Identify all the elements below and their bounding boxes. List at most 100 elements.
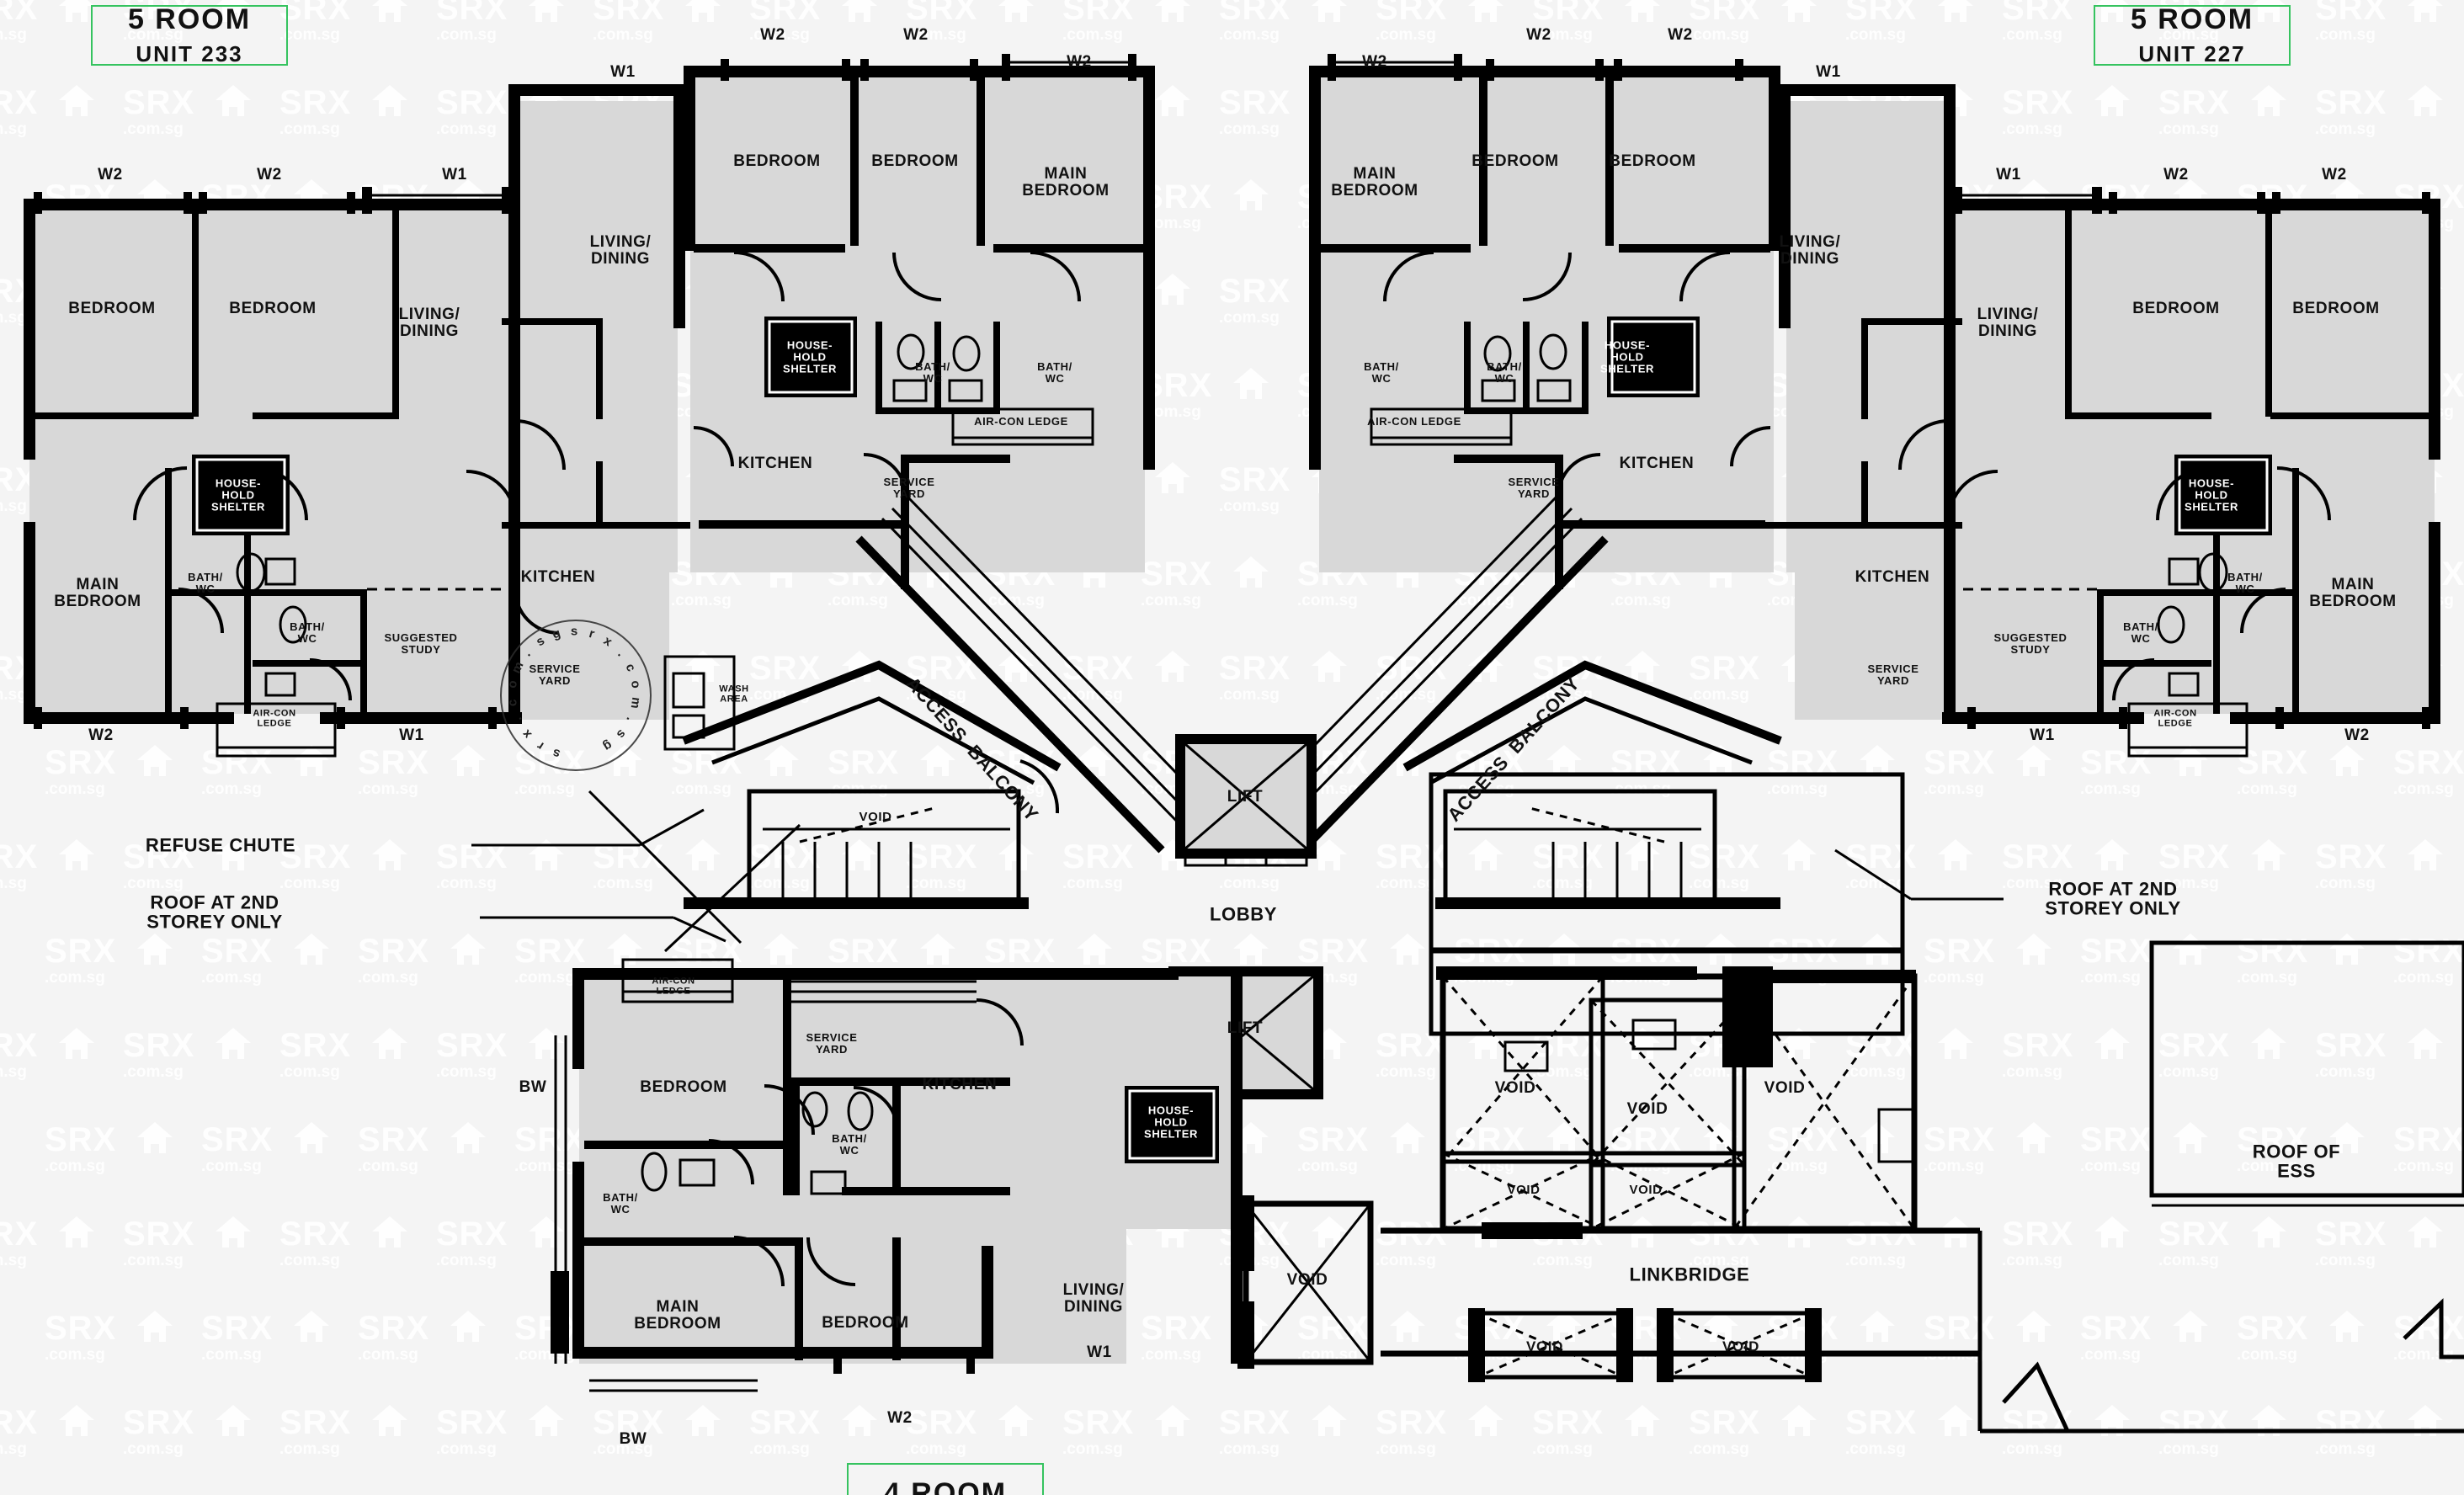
room-label-air-con-ledge: AIR-CON LEDGE [253, 708, 296, 728]
unit-tag-unit-number: UNIT 233 [136, 41, 243, 67]
window-marker-w2: W2 [760, 25, 785, 44]
void-stair-left: VOID [859, 810, 892, 825]
room-label-living-dining: LIVING/ DINING [1062, 1280, 1125, 1316]
room-label-bedroom: BEDROOM [68, 299, 156, 317]
room-label-household-shelter: HOUSE- HOLD SHELTER [1600, 338, 1654, 375]
unit-tag-unit-number: UNIT 227 [2138, 41, 2246, 67]
room-label-air-con-ledge: AIR-CON LEDGE [652, 976, 695, 996]
window-marker-w1: W1 [1996, 165, 2021, 184]
linkbridge [1381, 1227, 2464, 1434]
room-label-living-dining: LIVING/ DINING [1779, 232, 1841, 268]
room-label-air-con-ledge: AIR-CON LEDGE [974, 415, 1068, 428]
room-label-service-yard: SERVICE YARD [1508, 476, 1560, 500]
window-marker-w2: W2 [903, 25, 929, 44]
room-label-main-bedroom: MAIN BEDROOM [54, 575, 141, 610]
room-label-service-yard: SERVICE YARD [1867, 662, 1919, 687]
window-marker-w2: W2 [2344, 726, 2370, 744]
unit-tag-tag-bottom[interactable]: 4 ROOM [847, 1463, 1044, 1495]
room-label-household-shelter: HOUSE- HOLD SHELTER [2185, 476, 2238, 513]
window-marker-w2: W2 [1067, 52, 1092, 71]
room-label-bath-wc: BATH/ WC [188, 571, 223, 595]
room-label-bw-left: BW [519, 1077, 547, 1096]
void-shaft-mid: VOID [1286, 1270, 1328, 1289]
void-b: VOID [1626, 1099, 1668, 1118]
room-label-bath-wc: BATH/ WC [2227, 571, 2263, 595]
room-label-bedroom: BEDROOM [2292, 299, 2380, 317]
unit-tag-tag-left[interactable]: 5 ROOM UNIT 233 [91, 3, 288, 67]
window-marker-w2: W2 [1668, 25, 1693, 44]
window-marker-w2: W2 [1362, 52, 1387, 71]
room-label-bedroom: BEDROOM [1471, 152, 1559, 170]
room-label-air-con-ledge: AIR-CON LEDGE [1367, 415, 1461, 428]
leader-lines-right [1834, 849, 2004, 901]
room-label-household-shelter: HOUSE- HOLD SHELTER [783, 338, 837, 375]
window-marker-w2: W2 [257, 165, 282, 184]
room-label-kitchen: KITCHEN [922, 1075, 998, 1093]
room-label-main-bedroom: MAIN BEDROOM [2309, 575, 2397, 610]
room-label-kitchen: KITCHEN [737, 454, 813, 472]
room-label-wash-area: WASH AREA [719, 684, 749, 704]
window-marker-w1: W1 [442, 165, 467, 184]
lift-lower: LIFT [1227, 1019, 1264, 1037]
void-e: VOID [1629, 1183, 1663, 1198]
window-marker-w1: W1 [610, 62, 636, 81]
room-label-service-yard: SERVICE YARD [806, 1031, 858, 1056]
window-marker-w2: W2 [2163, 165, 2189, 184]
unit-center-left-group [684, 54, 1155, 589]
room-label-suggested-study: SUGGESTED STUDY [1993, 631, 2068, 656]
room-label-bedroom: BEDROOM [871, 152, 959, 170]
room-label-kitchen: KITCHEN [1855, 567, 1930, 586]
room-label-bath-wc: BATH/ WC [915, 360, 950, 385]
leader-lines-left [471, 790, 801, 953]
room-label-bedroom: BEDROOM [1609, 152, 1696, 170]
room-label-bath-wc: BATH/ WC [1364, 360, 1399, 385]
void-d: VOID [1507, 1183, 1541, 1198]
room-label-bedroom: BEDROOM [2132, 299, 2220, 317]
room-label-service-yard: SERVICE YARD [883, 476, 935, 500]
annotation-lobby: LOBBY [1210, 903, 1277, 925]
room-label-bath-wc: BATH/ WC [603, 1191, 638, 1216]
lift-upper: LIFT [1227, 787, 1264, 806]
annotation-roof-2nd-right: ROOF AT 2ND STOREY ONLY [2045, 878, 2181, 919]
room-label-kitchen: KITCHEN [1619, 454, 1695, 472]
window-marker-w2: W2 [2322, 165, 2347, 184]
room-label-household-shelter: HOUSE- HOLD SHELTER [211, 476, 265, 513]
room-label-living-dining: LIVING/ DINING [589, 232, 652, 268]
void-block-right [1436, 966, 1918, 1239]
room-label-household-shelter: HOUSE- HOLD SHELTER [1144, 1104, 1198, 1140]
window-marker-w2: W2 [88, 726, 114, 744]
room-label-bath-wc: BATH/ WC [1487, 360, 1522, 385]
void-f: VOID [1526, 1338, 1563, 1354]
room-label-living-dining: LIVING/ DINING [1977, 305, 2039, 340]
void-a: VOID [1494, 1078, 1536, 1097]
unit-4room-bottom [551, 655, 1243, 1392]
unit-227-group [1760, 84, 2440, 758]
room-label-bath-wc: BATH/ WC [832, 1132, 867, 1157]
void-c: VOID [1764, 1078, 1806, 1097]
room-label-main-bedroom: MAIN BEDROOM [1022, 164, 1110, 200]
room-label-kitchen: KITCHEN [520, 567, 596, 586]
room-label-bath-wc: BATH/ WC [290, 620, 325, 645]
annotation-refuse-chute: REFUSE CHUTE [145, 834, 296, 856]
unit-center-right-group [1309, 54, 1780, 589]
room-label-main-bedroom: MAIN BEDROOM [634, 1297, 721, 1333]
room-label-bedroom: BEDROOM [640, 1077, 727, 1096]
window-marker-w2: W2 [887, 1408, 913, 1427]
room-label-bath-wc: BATH/ WC [1037, 360, 1072, 385]
room-label-main-bedroom: MAIN BEDROOM [1331, 164, 1418, 200]
room-label-suggested-study: SUGGESTED STUDY [384, 631, 458, 656]
window-marker-w2: W2 [1526, 25, 1551, 44]
annotation-roof-2nd-left: ROOF AT 2ND STOREY ONLY [146, 891, 283, 933]
annotation-roof-of-ess: ROOF OF ESS [2252, 1141, 2341, 1182]
unit-tag-room-type: 5 ROOM [127, 3, 252, 35]
room-label-bath-wc: BATH/ WC [2123, 620, 2158, 645]
room-label-bw-bottom: BW [619, 1429, 647, 1448]
window-marker-w1: W1 [2030, 726, 2055, 744]
room-label-bedroom: BEDROOM [733, 152, 821, 170]
room-label-living-dining: LIVING/ DINING [398, 305, 460, 340]
annotation-linkbridge: LINKBRIDGE [1629, 1264, 1750, 1285]
room-label-service-yard: SERVICE YARD [529, 662, 581, 687]
